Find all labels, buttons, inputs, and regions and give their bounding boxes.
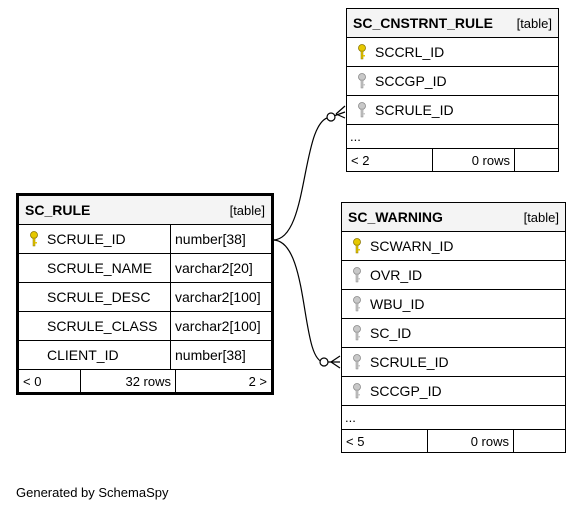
column-row[interactable]: SCRULE_NAME varchar2[20] [19,254,271,283]
column-datatype: varchar2[20] [170,254,271,282]
column-name: SCCRL_ID [375,44,445,60]
column-name: SCCGP_ID [375,73,447,89]
foreign-key-icon [348,325,366,341]
column-name: SCRULE_DESC [47,289,151,305]
column-row[interactable]: SCCRL_ID [347,38,558,67]
more-columns-row: ... [347,125,558,149]
column-name: SCRULE_ID [375,102,454,118]
table-footer: < 5 0 rows [342,430,565,452]
column-row[interactable]: OVR_ID [342,261,565,290]
edge-optional-marker [319,357,329,367]
column-row[interactable]: SCRULE_DESC varchar2[100] [19,283,271,312]
primary-key-icon [25,231,43,247]
column-row[interactable]: WBU_ID [342,290,565,319]
ellipsis-text: ... [350,129,361,144]
table-name: SC_WARNING [348,209,443,225]
edge-crowfoot-marker [330,355,341,369]
table-type: [table] [229,202,265,218]
edge-crowfoot-marker [335,105,346,119]
column-row[interactable]: SCRULE_ID [342,348,565,377]
table-type: [table] [516,15,552,31]
table-header: SC_WARNING [table] [342,203,565,232]
edge-sc-rule-to-sc-warning [272,239,340,363]
table-name: SC_CNSTRNT_RULE [353,15,494,31]
table-header: SC_CNSTRNT_RULE [table] [347,9,558,38]
column-datatype: varchar2[100] [170,283,271,311]
nav-back-link[interactable]: < 5 [342,430,428,452]
nav-forward-cell [514,430,565,452]
foreign-key-icon [353,73,371,89]
column-row[interactable]: SCRULE_ID number[38] [19,225,271,254]
foreign-key-icon [348,354,366,370]
column-name: OVR_ID [370,267,423,283]
ellipsis-text: ... [345,410,356,425]
column-name: SCCGP_ID [370,383,442,399]
nav-back-link[interactable]: < 2 [347,149,433,171]
generated-by-note: Generated by SchemaSpy [16,485,169,500]
column-name: CLIENT_ID [47,347,119,363]
table-type: [table] [523,209,559,225]
column-row[interactable]: CLIENT_ID number[38] [19,341,271,370]
foreign-key-icon [348,296,366,312]
column-name: SCRULE_NAME [47,260,153,276]
row-count: 32 rows [81,370,176,392]
column-name: WBU_ID [370,296,425,312]
column-name: SCRULE_ID [47,231,126,247]
more-columns-row: ... [342,406,565,430]
column-row[interactable]: SCRULE_CLASS varchar2[100] [19,312,271,341]
column-row[interactable]: SCWARN_ID [342,232,565,261]
table-name: SC_RULE [25,202,91,218]
table-footer: < 2 0 rows [347,149,558,171]
column-row[interactable]: SCCGP_ID [347,67,558,96]
nav-forward-cell [515,149,558,171]
row-count: 0 rows [428,430,514,452]
foreign-key-icon [353,102,371,118]
column-name: SCRULE_CLASS [47,318,158,334]
column-row[interactable]: SCCGP_ID [342,377,565,406]
edge-optional-marker [326,112,336,122]
table-sc-cnstrnt-rule[interactable]: SC_CNSTRNT_RULE [table] SCCRL_ID SCCGP_I… [346,8,559,172]
primary-key-icon [348,238,366,254]
table-footer: < 0 32 rows 2 > [19,370,271,392]
foreign-key-icon [348,383,366,399]
column-row[interactable]: SC_ID [342,319,565,348]
column-datatype: number[38] [170,225,271,253]
edge-sc-rule-to-sc-cnstrnt-rule [272,111,346,241]
column-datatype: varchar2[100] [170,312,271,340]
column-name: SCRULE_ID [370,354,449,370]
nav-back-link[interactable]: < 0 [19,370,81,392]
column-datatype: number[38] [170,341,271,369]
foreign-key-icon [348,267,366,283]
primary-key-icon [353,44,371,60]
column-name: SC_ID [370,325,412,341]
nav-forward-link[interactable]: 2 > [248,373,267,389]
table-sc-rule[interactable]: SC_RULE [table] SCRULE_ID number[38] SCR… [16,193,274,395]
column-row[interactable]: SCRULE_ID [347,96,558,125]
row-count: 0 rows [433,149,515,171]
column-name: SCWARN_ID [370,238,454,254]
table-header: SC_RULE [table] [19,196,271,225]
table-sc-warning[interactable]: SC_WARNING [table] SCWARN_ID OVR_ID WBU_… [341,202,566,453]
